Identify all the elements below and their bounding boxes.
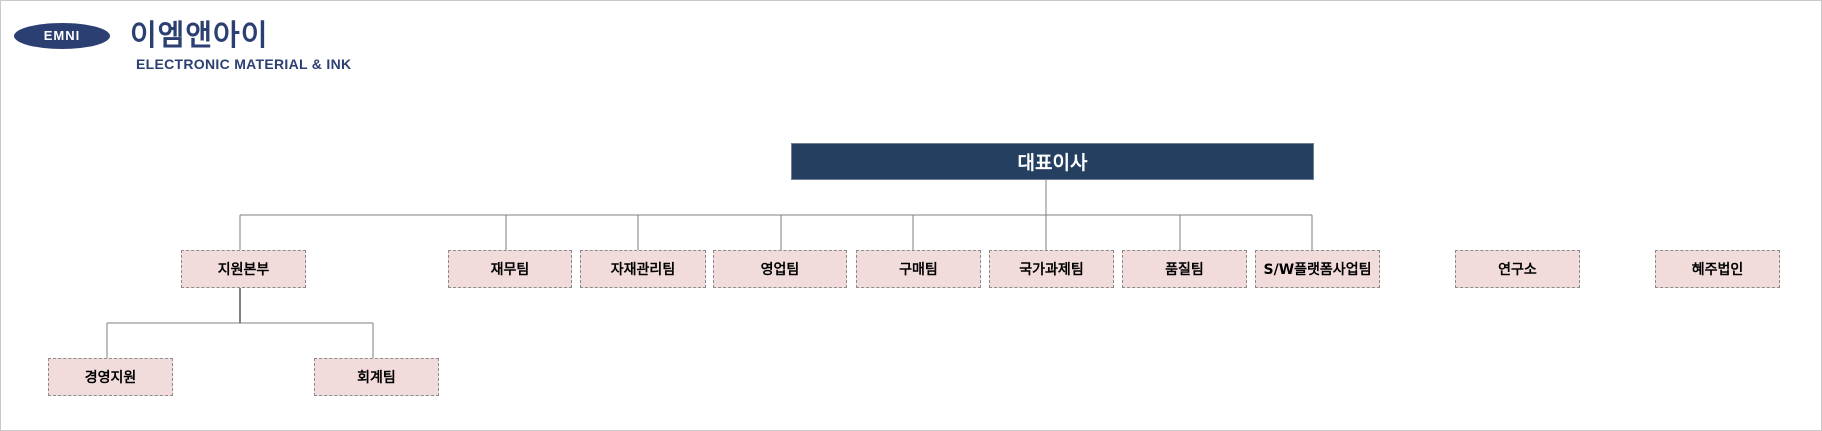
dept-hyeju-corp: 혜주법인 [1655, 250, 1780, 288]
subunit-accounting: 회계팀 [314, 358, 439, 396]
subunit-management-support: 경영지원 [48, 358, 173, 396]
dept-national-projects: 국가과제팀 [989, 250, 1114, 288]
dept-quality: 품질팀 [1122, 250, 1247, 288]
logo-english-name: ELECTRONIC MATERIAL & INK [136, 56, 352, 72]
logo-korean-name: 이엠앤아이 [130, 18, 269, 52]
dept-support-hq: 지원본부 [181, 250, 306, 288]
ceo-box: 대표이사 [791, 143, 1314, 180]
dept-materials: 자재관리팀 [580, 250, 706, 288]
dept-sales: 영업팀 [713, 250, 847, 288]
dept-purchasing: 구매팀 [856, 250, 981, 288]
dept-finance: 재무팀 [448, 250, 572, 288]
dept-research-lab: 연구소 [1455, 250, 1580, 288]
dept-sw-platform: S/W플랫폼사업팀 [1255, 250, 1380, 288]
logo-badge: EMNI [14, 23, 110, 49]
